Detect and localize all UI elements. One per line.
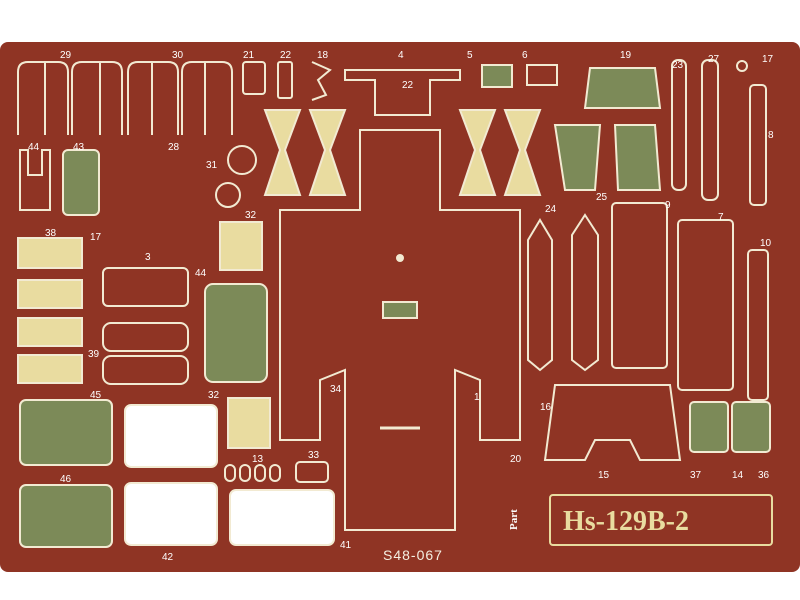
svg-text:33: 33 [308,450,320,461]
svg-text:20: 20 [510,454,522,465]
svg-text:21: 21 [243,50,255,61]
svg-text:25: 25 [596,192,608,203]
svg-text:28: 28 [168,142,180,153]
svg-text:23: 23 [672,60,684,71]
svg-text:22: 22 [280,50,292,61]
right-side-parts [527,59,771,461]
svg-text:17: 17 [762,54,774,65]
svg-text:31: 31 [206,160,218,171]
svg-text:8: 8 [768,130,774,141]
svg-text:19: 19 [620,50,632,61]
svg-text:4: 4 [398,50,404,61]
svg-text:6: 6 [522,50,528,61]
svg-text:15: 15 [598,470,610,481]
svg-text:9: 9 [665,200,671,211]
svg-text:14: 14 [732,470,744,481]
svg-text:1: 1 [474,392,480,403]
svg-text:39: 39 [88,349,100,360]
svg-text:44: 44 [28,142,40,153]
svg-text:46: 46 [60,474,72,485]
svg-text:29: 29 [60,50,72,61]
hourglass-braces [263,109,542,196]
svg-text:41: 41 [340,540,352,551]
svg-text:42: 42 [162,552,174,563]
svg-text:18: 18 [317,50,329,61]
svg-text:30: 30 [172,50,184,61]
svg-text:27: 27 [708,54,720,65]
svg-text:22: 22 [402,80,414,91]
svg-text:45: 45 [90,390,102,401]
svg-text:7: 7 [718,212,724,223]
small-parts-top [242,60,748,116]
svg-text:5: 5 [467,50,473,61]
title-plate-frame [549,494,773,546]
title-plate: Hs-129B-2 [563,506,689,537]
catalog-code: S48-067 [383,547,443,563]
svg-text:24: 24 [545,204,557,215]
maker-mark: Part [508,509,520,530]
central-floor-plate [279,129,521,531]
bottom-left-panels [19,399,335,548]
svg-text:17: 17 [90,232,102,243]
svg-text:37: 37 [690,470,702,481]
svg-text:3: 3 [145,252,151,263]
svg-text:43: 43 [73,142,85,153]
svg-text:13: 13 [252,454,264,465]
svg-text:32: 32 [208,390,220,401]
vent-flaps [17,61,233,135]
svg-text:32: 32 [245,210,257,221]
svg-text:34: 34 [330,384,342,395]
svg-text:16: 16 [540,402,552,413]
svg-text:38: 38 [45,228,57,239]
svg-text:10: 10 [760,238,772,249]
left-column-parts [17,145,271,449]
svg-text:36: 36 [758,470,770,481]
svg-text:44: 44 [195,268,207,279]
